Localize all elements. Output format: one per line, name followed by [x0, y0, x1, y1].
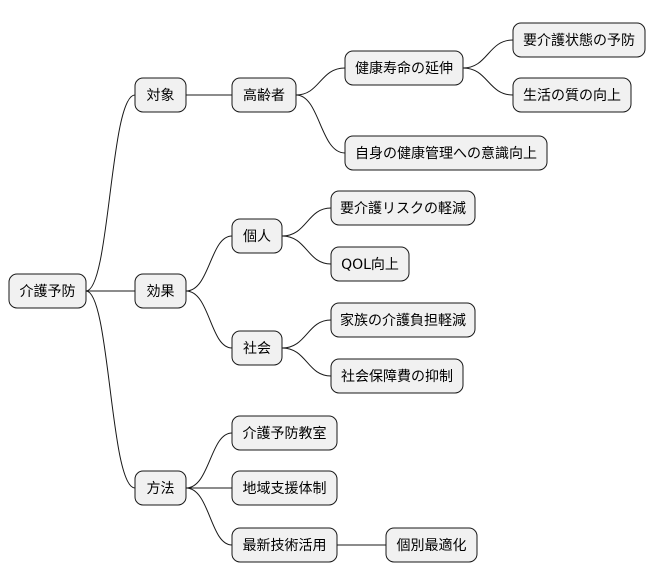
node-kazoku-futan-label: 家族の介護負担軽減: [340, 312, 466, 329]
node-koka: 効果: [134, 273, 187, 309]
edge-kojin-qol: [281, 235, 332, 265]
edge-shakai-kazoku: [281, 319, 332, 349]
connectors: [85, 39, 514, 546]
node-shakai-hosho: 社会保障費の抑制: [330, 358, 464, 394]
node-saishin-gijutsu-label: 最新技術活用: [243, 538, 327, 554]
edge-koreisha-jishin: [295, 94, 346, 154]
node-kenko-jumyo: 健康寿命の延伸: [344, 50, 464, 86]
edge-hoho-saishin: [185, 487, 233, 546]
node-kyoshitsu: 介護予防教室: [231, 415, 338, 451]
node-qol-label: QOL向上: [341, 257, 399, 273]
node-saishin-gijutsu: 最新技術活用: [231, 527, 338, 563]
node-taisho-label: 対象: [147, 88, 175, 104]
node-kazoku-futan: 家族の介護負担軽減: [330, 302, 476, 338]
node-jishin-kenko: 自身の健康管理への意識向上: [344, 135, 548, 171]
node-kobetsu-label: 個別最適化: [397, 537, 467, 554]
node-shakai-label: 社会: [243, 341, 271, 357]
edge-koka-kojin: [185, 235, 233, 292]
edge-koka-shakai: [185, 290, 233, 349]
edge-root-taisho: [85, 94, 136, 292]
edge-kenko-yokaigo: [462, 39, 514, 69]
node-kenko-jumyo-label: 健康寿命の延伸: [355, 60, 453, 77]
node-seikatsu-shitsu: 生活の質の向上: [512, 77, 632, 113]
edge-root-hoho: [85, 290, 136, 489]
edge-kojin-risk: [281, 207, 332, 237]
node-jishin-kenko-label: 自身の健康管理への意識向上: [355, 145, 537, 162]
node-shakai: 社会: [231, 330, 283, 366]
node-kobetsu: 個別最適化: [385, 527, 478, 563]
node-root-label: 介護予防: [20, 284, 76, 300]
node-seikatsu-shitsu-label: 生活の質の向上: [523, 88, 621, 104]
node-taisho: 対象: [134, 77, 187, 113]
node-kojin-label: 個人: [243, 229, 271, 245]
node-yokaigo-risk-label: 要介護リスクの軽減: [340, 200, 466, 217]
node-koreisha: 高齢者: [231, 77, 297, 113]
node-yokaigo-risk: 要介護リスクの軽減: [330, 190, 476, 226]
node-kojin: 個人: [231, 218, 283, 254]
edge-koreisha-kenko: [295, 67, 346, 96]
edge-shakai-hosho: [281, 347, 332, 377]
node-chiiki-shien: 地域支援体制: [231, 470, 338, 506]
node-root: 介護予防: [8, 273, 87, 309]
node-qol: QOL向上: [330, 246, 410, 282]
edge-hoho-kyoshitsu: [185, 432, 233, 489]
node-koreisha-label: 高齢者: [243, 87, 285, 104]
edge-kenko-seikatsu: [462, 67, 514, 96]
node-yokaigo-yobo-label: 要介護状態の予防: [523, 33, 635, 49]
node-chiiki-shien-label: 地域支援体制: [243, 481, 327, 497]
node-hoho: 方法: [134, 470, 187, 506]
node-kyoshitsu-label: 介護予防教室: [243, 425, 327, 442]
node-koka-label: 効果: [147, 284, 175, 300]
node-yokaigo-yobo: 要介護状態の予防: [512, 22, 646, 58]
node-hoho-label: 方法: [147, 481, 175, 497]
node-shakai-hosho-label: 社会保障費の抑制: [341, 369, 453, 385]
